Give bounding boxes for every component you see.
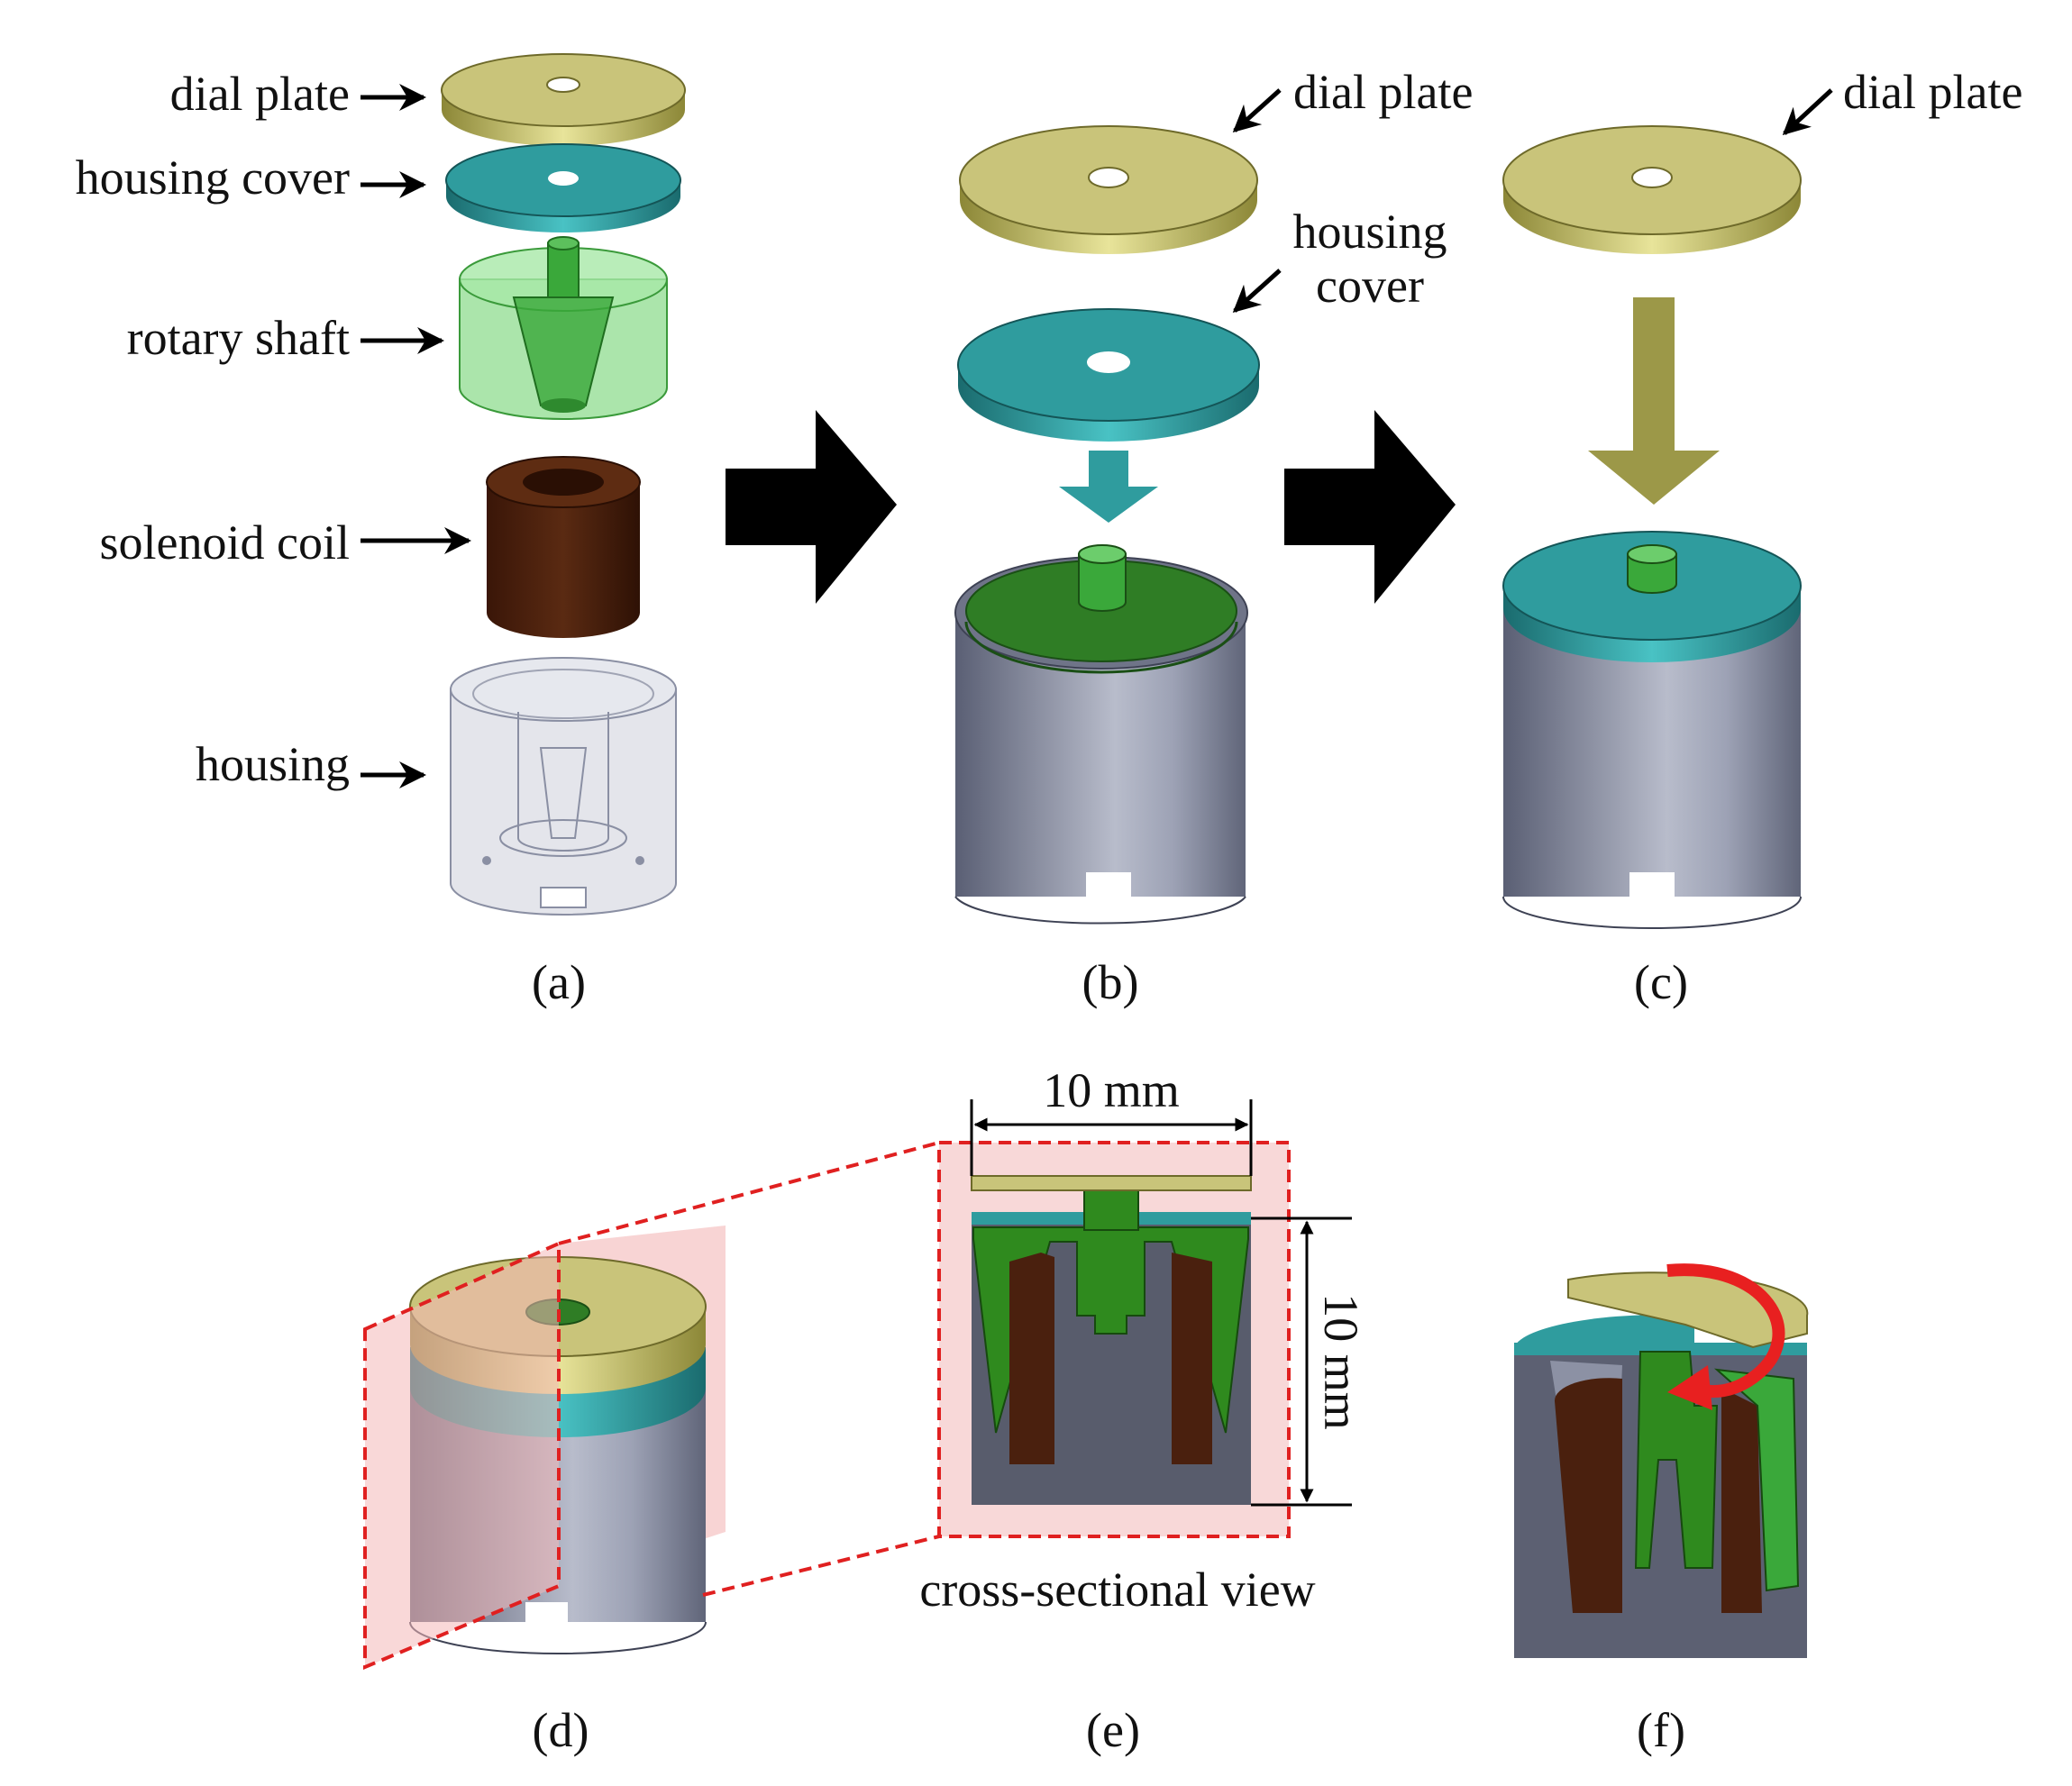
panel-b: dial plate housing cover (b) xyxy=(954,65,1473,1009)
a-housing-cover xyxy=(445,143,681,232)
panel-d: (d) xyxy=(363,1226,726,1757)
c-label-dial-plate: dial plate xyxy=(1843,65,2022,119)
b-down-arrow-cyan xyxy=(1059,451,1158,523)
b-caption: (b) xyxy=(1082,955,1139,1009)
a-label-solenoid-coil: solenoid coil xyxy=(100,515,350,570)
c-housing-assembly xyxy=(1502,531,1802,929)
e-caption: (e) xyxy=(1086,1703,1140,1757)
step-arrow-1 xyxy=(726,410,897,604)
f-shaft-wing xyxy=(1713,1368,1800,1592)
c-caption: (c) xyxy=(1634,955,1688,1009)
c-down-arrow-olive xyxy=(1588,297,1720,505)
f-coil-left xyxy=(1554,1378,1622,1613)
a-rotary-shaft xyxy=(459,236,668,420)
c-arrow-dial xyxy=(1782,88,1833,136)
a-label-housing: housing xyxy=(196,737,350,791)
f-rotation-arrow xyxy=(1666,1263,1785,1399)
b-label-housing-cover-1: housing xyxy=(1292,205,1447,259)
panel-a: dial plate housing cover rotary shaft so… xyxy=(76,53,686,1009)
a-label-dial-plate: dial plate xyxy=(170,67,350,121)
b-arrow-cover xyxy=(1232,269,1282,314)
e-dial-plate-section xyxy=(971,1175,1252,1191)
b-dial-plate xyxy=(959,125,1258,254)
d-e-connector-top xyxy=(558,1141,940,1245)
e-width-label: 10 mm xyxy=(1043,1063,1180,1117)
f-cover xyxy=(1514,1315,1694,1347)
e-height-label: 10 mm xyxy=(1314,1293,1368,1430)
e-view-label: cross-sectional view xyxy=(919,1563,1315,1617)
e-coil-left xyxy=(1009,1253,1054,1464)
b-label-housing-cover-2: cover xyxy=(1316,259,1424,313)
b-housing-cover xyxy=(957,308,1260,442)
a-label-rotary-shaft: rotary shaft xyxy=(127,311,350,365)
d-caption: (d) xyxy=(533,1703,589,1757)
a-solenoid-coil xyxy=(486,456,641,638)
panel-c: dial plate (c) xyxy=(1502,65,2022,1009)
d-e-connector-bottom xyxy=(702,1535,940,1597)
c-dial-plate xyxy=(1502,125,1802,254)
a-caption: (a) xyxy=(532,955,586,1009)
panel-e: 10 mm 10 mm cross-sectional view (e) xyxy=(919,1063,1368,1757)
f-caption: (f) xyxy=(1637,1703,1685,1757)
panel-f: (f) xyxy=(1514,1263,1809,1757)
b-label-dial-plate: dial plate xyxy=(1293,65,1473,119)
a-housing xyxy=(450,657,677,916)
b-housing-assembly xyxy=(954,544,1248,925)
f-rotation-arrow-head xyxy=(1667,1365,1712,1410)
b-arrow-dial xyxy=(1232,88,1282,133)
a-label-housing-cover: housing cover xyxy=(76,150,350,205)
f-cover-band xyxy=(1514,1343,1807,1355)
e-coil-right xyxy=(1172,1253,1212,1464)
step-arrow-2 xyxy=(1284,410,1456,604)
f-coil-right xyxy=(1721,1388,1762,1613)
a-dial-plate xyxy=(441,53,686,146)
d-section-plane-front xyxy=(363,1240,561,1671)
